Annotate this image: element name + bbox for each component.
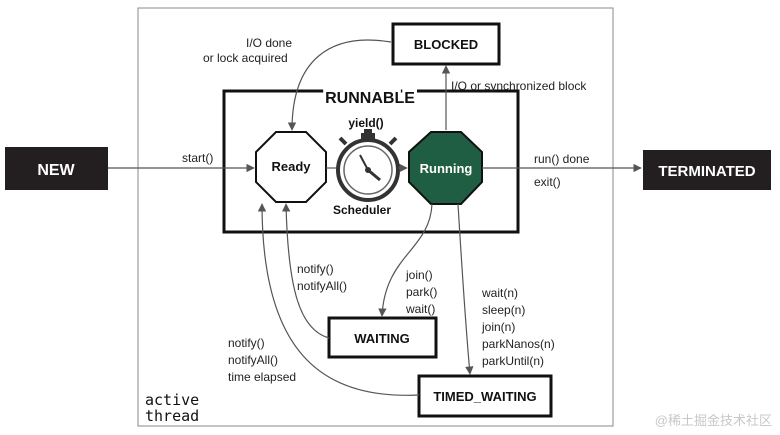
label-io-done-2: or lock acquired xyxy=(203,51,288,65)
state-timed-waiting xyxy=(417,374,553,418)
label-wait: wait() xyxy=(405,302,435,316)
scheduler-label: Scheduler xyxy=(333,203,391,217)
label-join-n: join(n) xyxy=(481,320,515,334)
stopwatch-icon xyxy=(336,129,400,202)
label-parkuntil-n: parkUntil(n) xyxy=(482,354,544,368)
state-new xyxy=(5,147,108,190)
yield-label: yield() xyxy=(348,116,383,130)
state-new-label: NEW xyxy=(37,162,75,179)
state-waiting xyxy=(327,316,438,359)
active-thread-region xyxy=(137,7,614,427)
arrow-timed-waiting-to-ready xyxy=(257,203,420,396)
label-exit: exit() xyxy=(534,175,561,189)
state-waiting-label: WAITING xyxy=(354,331,410,346)
label-notify-timed-1: notify() xyxy=(228,336,265,350)
label-sleep-n: sleep(n) xyxy=(482,303,525,317)
label-io-sync: I/O or synchronized block xyxy=(451,79,587,93)
watermark: @稀土掘金技术社区 xyxy=(655,413,772,428)
label-time-elapsed: time elapsed xyxy=(228,370,296,384)
thread-label: thread xyxy=(145,407,199,425)
active-label: active xyxy=(145,391,199,409)
label-wait-n: wait(n) xyxy=(481,286,518,300)
arrow-blocked-to-ready xyxy=(287,39,392,131)
label-notify-timed-2: notifyAll() xyxy=(228,353,278,367)
state-ready xyxy=(255,131,327,203)
label-run-done: run() done xyxy=(534,152,590,166)
state-terminated xyxy=(643,150,771,190)
state-ready-label: Ready xyxy=(271,159,311,174)
label-io-done-1: I/O done xyxy=(246,36,292,50)
state-blocked-label: BLOCKED xyxy=(414,37,478,52)
state-running xyxy=(408,131,483,205)
label-join: join() xyxy=(405,268,433,282)
arrow-running-to-timed-waiting xyxy=(457,203,474,375)
runnable-box xyxy=(222,89,520,234)
label-parknanos-n: parkNanos(n) xyxy=(482,337,555,351)
label-notify-1: notify() xyxy=(297,262,334,276)
runnable-title: RUNNABLE xyxy=(325,90,415,107)
state-terminated-label: TERMINATED xyxy=(658,163,755,180)
state-running-label: Running xyxy=(420,161,473,176)
state-timed-waiting-label: TIMED_WAITING xyxy=(433,389,536,404)
state-blocked xyxy=(391,22,501,66)
arrow-running-to-waiting xyxy=(378,203,433,317)
label-start: start() xyxy=(182,151,213,165)
label-notify-2: notifyAll() xyxy=(297,279,347,293)
arrow-waiting-to-ready xyxy=(281,203,330,339)
label-park: park() xyxy=(406,285,437,299)
